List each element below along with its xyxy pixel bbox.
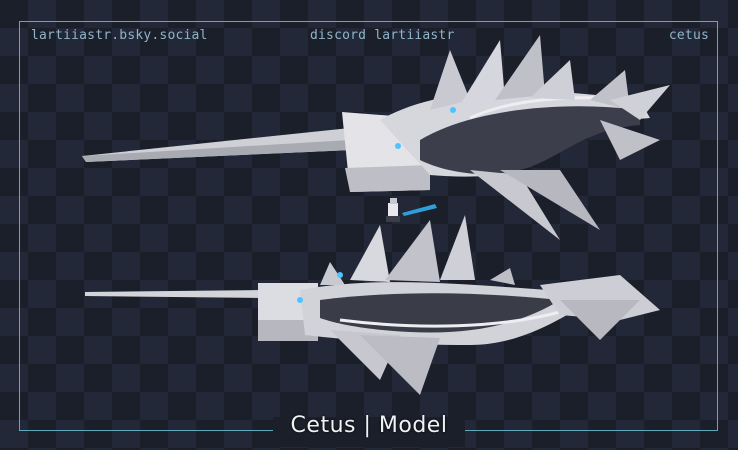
player-figure-icon — [386, 198, 437, 222]
model-caption: Cetus | Model — [290, 413, 448, 438]
bluesky-handle: lartiiastr.bsky.social — [31, 28, 208, 43]
cetus-top-view-icon — [82, 35, 670, 240]
discord-handle: discord lartiiastr — [310, 28, 455, 43]
caption-background — [273, 417, 465, 447]
creature-name: cetus — [668, 28, 709, 43]
cetus-side-view-icon — [85, 215, 660, 395]
